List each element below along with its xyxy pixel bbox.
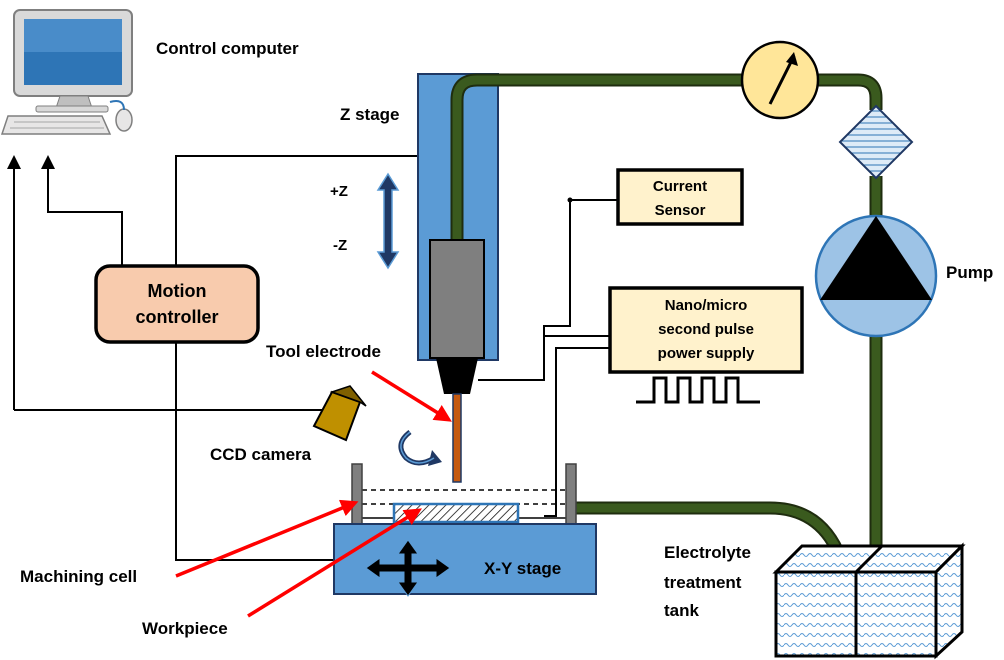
- plus-z-label: +Z: [330, 183, 348, 200]
- tank-label-1: Electrolyte: [664, 543, 751, 562]
- tank-label-2: treatment: [664, 573, 742, 592]
- power-supply-label-3: power supply: [658, 345, 755, 362]
- z-move-arrow-icon: [376, 172, 400, 270]
- tool-holder: [429, 239, 485, 394]
- sensor-tap-wire: [543, 200, 610, 337]
- electrolyte-pipe: [450, 73, 883, 555]
- rotation-arrow-icon: [398, 430, 442, 466]
- tank-label-3: tank: [664, 601, 700, 620]
- pulse-power-supply: Nano/micro second pulse power supply: [608, 286, 804, 374]
- tool-electrode-label: Tool electrode: [266, 342, 381, 361]
- filter-icon: [838, 104, 914, 180]
- current-sensor-label-1: Current: [653, 178, 707, 195]
- workpiece-pointer: [247, 508, 422, 618]
- control-computer-label: Control computer: [156, 39, 299, 58]
- motion-controller-label-2: controller: [135, 307, 218, 327]
- minus-z-label: -Z: [333, 237, 347, 254]
- power-supply-label-1: Nano/micro: [665, 297, 748, 314]
- computer-icon: [0, 9, 133, 135]
- machining-cell-pointer: [175, 499, 359, 578]
- machining-cell-label: Machining cell: [20, 567, 137, 586]
- tool-power-wire: [478, 336, 545, 381]
- xy-move-arrows-icon: [365, 539, 451, 597]
- xy-stage-label: X-Y stage: [484, 559, 561, 578]
- pump-icon: [814, 214, 938, 338]
- ccd-camera-label: CCD camera: [210, 445, 312, 464]
- z-stage-label: Z stage: [340, 105, 400, 124]
- current-sensor: Current Sensor: [616, 168, 744, 226]
- pressure-gauge-icon: [740, 40, 820, 120]
- pump-label: Pump: [946, 263, 993, 282]
- tool-electrode-pointer: [371, 370, 452, 422]
- motion-controller-label-1: Motion: [148, 281, 207, 301]
- power-supply-label-2: second pulse: [658, 321, 754, 338]
- motion-control-wiring: [175, 155, 418, 561]
- current-sensor-label-2: Sensor: [655, 202, 706, 219]
- workpiece: [392, 502, 520, 524]
- motion-controller: Motion controller: [94, 264, 260, 344]
- controller-to-computer-line: [41, 155, 123, 270]
- workpiece-label: Workpiece: [142, 619, 228, 638]
- ccd-camera-icon: [312, 385, 367, 442]
- electrolyte-tank: [772, 542, 966, 660]
- tool-electrode: [452, 393, 462, 483]
- machining-cell: [351, 463, 577, 529]
- junction-dot: [567, 197, 573, 203]
- pulse-waveform-icon: [636, 376, 760, 404]
- workpiece-power-wire: [544, 347, 610, 517]
